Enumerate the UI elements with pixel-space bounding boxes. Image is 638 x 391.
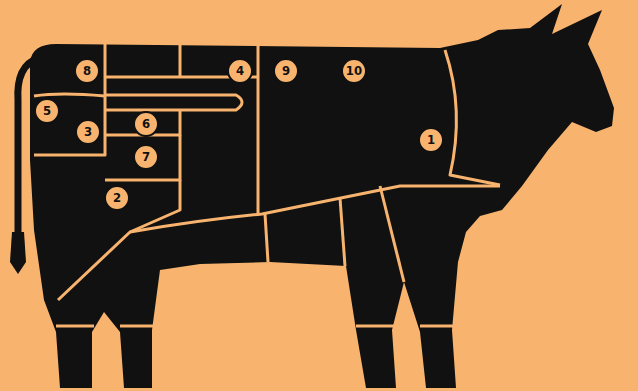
cut-line (265, 214, 268, 262)
callout-number: 9 (273, 58, 299, 84)
cut-line (105, 95, 242, 110)
callout-number: 5 (34, 98, 60, 124)
callout-number: 3 (75, 119, 101, 145)
cut-line (445, 50, 500, 185)
callout-number: 2 (104, 185, 130, 211)
cut-line (56, 325, 454, 328)
callout-number: 4 (227, 58, 253, 84)
callout-number: 7 (133, 144, 159, 170)
callout-number: 8 (74, 58, 100, 84)
cow-silhouette (30, 4, 614, 388)
callout-number: 6 (133, 111, 159, 137)
cut-line (179, 44, 182, 77)
cut-line (340, 198, 345, 266)
callout-number: 10 (341, 58, 367, 84)
cut-line (130, 186, 500, 232)
cut-lines (34, 44, 500, 326)
cut-line (58, 180, 180, 300)
cut-line (34, 94, 105, 96)
callout-number: 1 (418, 127, 444, 153)
cut-line (34, 44, 105, 155)
cut-line (105, 135, 180, 180)
cut-line (257, 44, 260, 215)
cut-line (380, 186, 404, 282)
tail-tuft (10, 232, 26, 274)
